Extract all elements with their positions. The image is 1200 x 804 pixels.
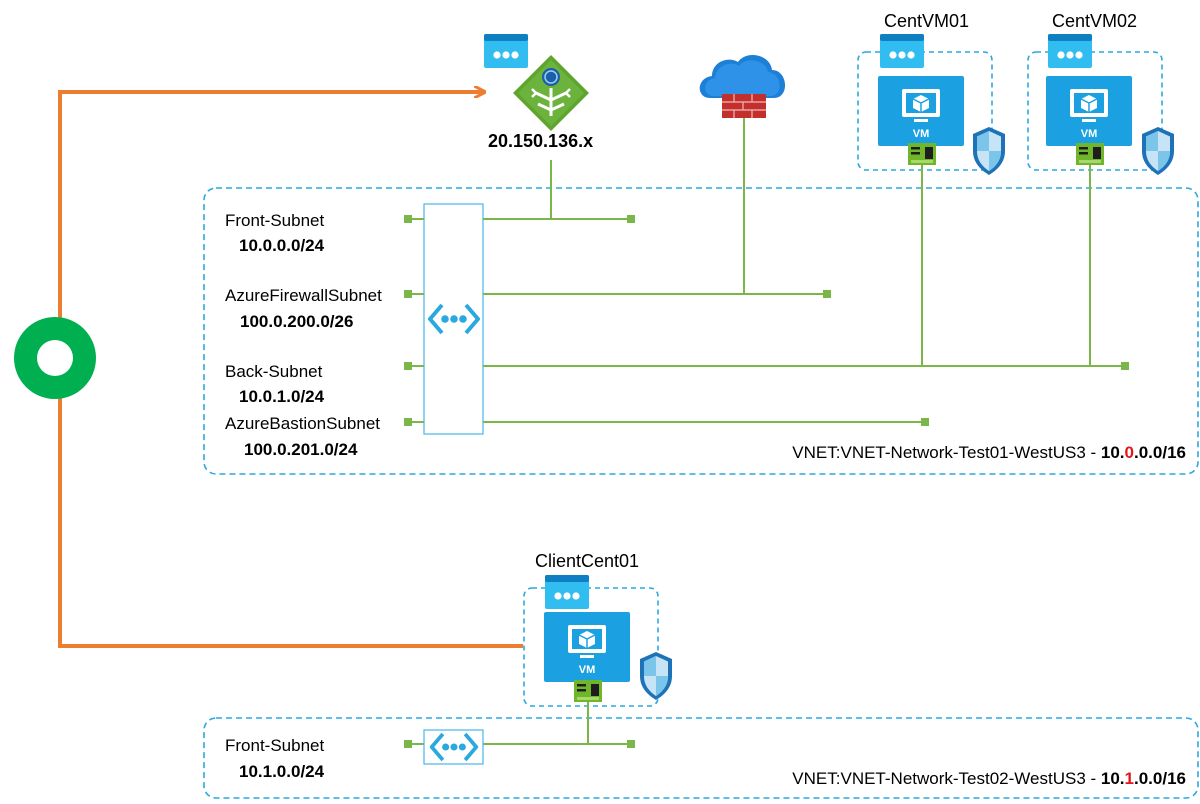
nic-icon — [574, 680, 602, 702]
centvm02-group — [1027, 51, 1163, 171]
vnet1-subnet-lines — [408, 118, 1124, 423]
vnet2-line-endpoints — [404, 740, 635, 748]
centvm01-group — [857, 51, 993, 171]
vm-name-label: CentVM02 — [1052, 11, 1138, 31]
window-icon — [545, 575, 589, 609]
vnet1-name: VNET:VNET-Network-Test01-WestUS3 — [792, 443, 1086, 462]
subnet-name: AzureBastionSubnet — [225, 414, 380, 433]
vnet1-cidr-pre: 10. — [1100, 443, 1125, 462]
vnet2-cidr-highlight: 1 — [1124, 769, 1134, 788]
ring-icon — [14, 317, 96, 399]
subnet-cidr: 10.0.0.0/24 — [239, 236, 325, 255]
nic-icon — [1076, 143, 1104, 165]
vnet2-cidr-pre: 10. — [1100, 769, 1125, 788]
subnet-name: AzureFirewallSubnet — [225, 286, 382, 305]
public-ip-label: 20.150.136.x — [488, 131, 594, 151]
nic-icon — [908, 143, 936, 165]
vm-name-label: ClientCent01 — [535, 551, 640, 571]
virtual-machine-icon — [1046, 76, 1132, 146]
subnet-cidr: 10.1.0.0/24 — [239, 762, 325, 781]
vnet2-cidr-post: .0.0/16 — [1134, 769, 1186, 788]
subnet-name: Front-Subnet — [225, 211, 325, 230]
vm-name-label: CentVM01 — [884, 11, 970, 31]
window-icon — [1048, 34, 1092, 68]
subnet-cidr: 10.0.1.0/24 — [239, 387, 325, 406]
subnet-name: Back-Subnet — [225, 362, 323, 381]
vnet1-cidr-highlight: 0 — [1124, 443, 1134, 462]
vnet1-boundary — [203, 187, 1199, 475]
firewall-cloud-icon — [699, 55, 786, 118]
clientcent01-group — [523, 587, 659, 707]
shield-icon — [1142, 127, 1174, 175]
vnet2-name: VNET:VNET-Network-Test02-WestUS3 — [792, 769, 1086, 788]
subnet-cidr: 100.0.200.0/26 — [240, 312, 354, 331]
vnet-icon — [423, 729, 484, 765]
vnet2-sep: - — [1085, 769, 1101, 788]
vnet1-sep: - — [1085, 443, 1101, 462]
virtual-machine-icon — [544, 612, 630, 682]
window-icon — [880, 34, 924, 68]
virtual-machine-icon — [878, 76, 964, 146]
vnet1-line-endpoints — [404, 215, 1129, 426]
shield-icon — [973, 127, 1005, 175]
subnet-name: Front-Subnet — [225, 736, 325, 755]
vnet2-boundary — [203, 717, 1199, 799]
application-gateway-icon — [513, 55, 589, 131]
subnet-cidr: 100.0.201.0/24 — [244, 440, 358, 459]
vnet2-title: VNET:VNET-Network-Test02-WestUS3 - 10.1.… — [792, 769, 1186, 789]
vnet1-title: VNET:VNET-Network-Test01-WestUS3 - 10.0.… — [792, 443, 1186, 463]
window-icon — [484, 34, 528, 68]
vnet1-cidr-post: .0.0/16 — [1134, 443, 1186, 462]
shield-icon — [640, 652, 672, 700]
